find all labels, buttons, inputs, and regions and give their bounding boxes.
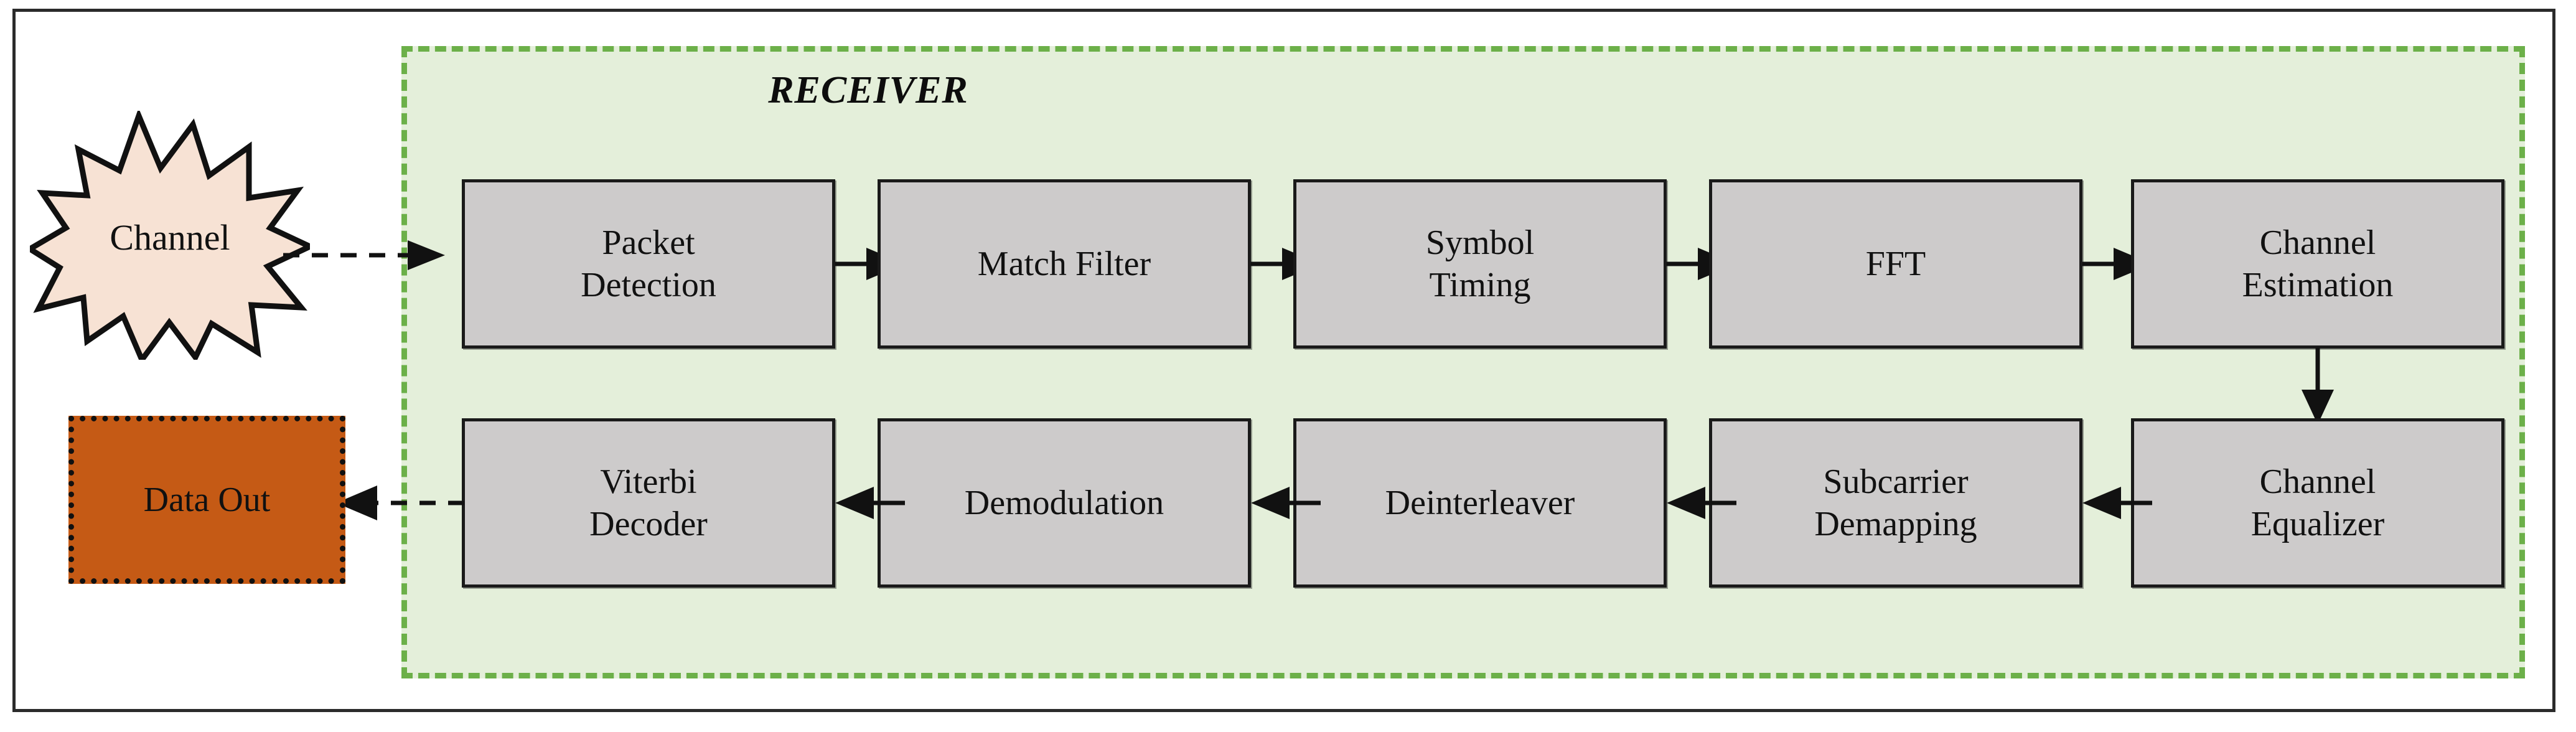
box-match-filter[interactable]: Match Filter bbox=[878, 179, 1251, 349]
channel-node[interactable] bbox=[24, 108, 317, 366]
box-viterbi-decoder-line2: Decoder bbox=[589, 505, 708, 543]
connector-subcarrier-demapping-to-deinterleaver bbox=[1667, 487, 1736, 519]
channel-node-label: Channel bbox=[110, 217, 230, 258]
box-deinterleaver[interactable]: Deinterleaver bbox=[1293, 418, 1667, 588]
connector-channel-to-packet-detection bbox=[283, 240, 445, 270]
box-deinterleaver-line1: Deinterleaver bbox=[1385, 483, 1575, 522]
box-channel-estimation[interactable]: Channel Estimation bbox=[2131, 179, 2504, 349]
box-demodulation-line1: Demodulation bbox=[964, 483, 1164, 522]
data-out-node-label: Data Out bbox=[143, 481, 271, 519]
connector-channel-equalizer-to-subcarrier-demapping bbox=[2082, 487, 2152, 519]
connector-deinterleaver-to-demodulation bbox=[1251, 487, 1321, 519]
data-out-node[interactable]: Data Out bbox=[68, 416, 345, 584]
box-fft-line1: FFT bbox=[1865, 244, 1926, 283]
explosion-star-icon bbox=[24, 108, 317, 366]
box-channel-estimation-line2: Estimation bbox=[2242, 266, 2394, 304]
box-channel-estimation-line1: Channel bbox=[2259, 223, 2376, 262]
connector-channel-estimation-to-channel-equalizer bbox=[2302, 347, 2334, 425]
box-subcarrier-demapping-line2: Demapping bbox=[1814, 505, 1977, 543]
box-viterbi-decoder[interactable]: Viterbi Decoder bbox=[462, 418, 835, 588]
box-demodulation[interactable]: Demodulation bbox=[878, 418, 1251, 588]
connector-viterbi-decoder-to-data-out bbox=[336, 486, 464, 520]
box-viterbi-decoder-line1: Viterbi bbox=[600, 462, 697, 501]
connector-demodulation-to-viterbi-decoder bbox=[835, 487, 905, 519]
box-subcarrier-demapping-line1: Subcarrier bbox=[1823, 462, 1969, 501]
box-packet-detection-line1: Packet bbox=[602, 223, 695, 262]
box-symbol-timing-line1: Symbol bbox=[1425, 223, 1535, 262]
box-symbol-timing[interactable]: Symbol Timing bbox=[1293, 179, 1667, 349]
box-channel-equalizer-line2: Equalizer bbox=[2250, 505, 2385, 543]
box-subcarrier-demapping[interactable]: Subcarrier Demapping bbox=[1709, 418, 2082, 588]
box-fft[interactable]: FFT bbox=[1709, 179, 2082, 349]
box-match-filter-line1: Match Filter bbox=[977, 244, 1151, 283]
box-symbol-timing-line2: Timing bbox=[1429, 266, 1531, 304]
box-packet-detection-line2: Detection bbox=[581, 266, 716, 304]
box-channel-equalizer-line1: Channel bbox=[2259, 462, 2376, 501]
receiver-title: RECEIVER bbox=[768, 69, 968, 111]
box-channel-equalizer[interactable]: Channel Equalizer bbox=[2131, 418, 2504, 588]
box-packet-detection[interactable]: Packet Detection bbox=[462, 179, 835, 349]
